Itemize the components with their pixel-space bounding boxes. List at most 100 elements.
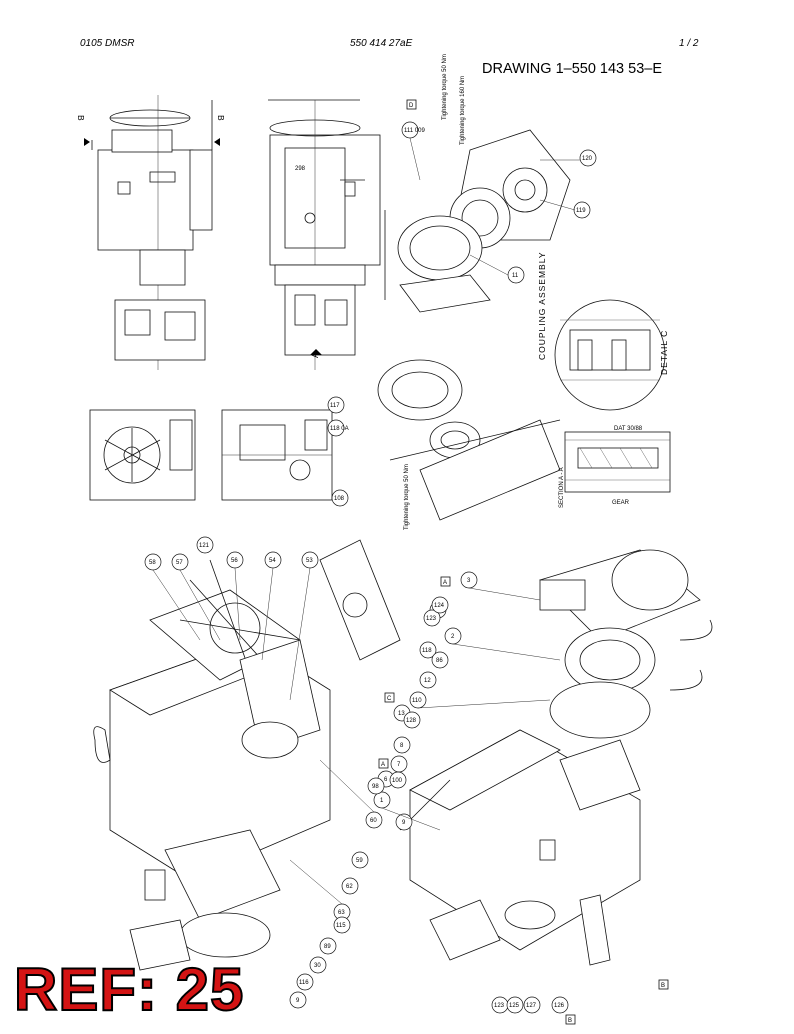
balloon: 58: [144, 553, 162, 571]
balloon: 110: [409, 691, 427, 709]
balloon: 123: [491, 996, 509, 1014]
svg-text:86: 86: [436, 658, 443, 664]
balloon: 118: [419, 641, 437, 659]
balloon: 86: [431, 651, 449, 669]
svg-text:118 0A: 118 0A: [330, 426, 349, 432]
balloon: 108: [331, 489, 349, 507]
balloon: 2: [444, 627, 462, 645]
svg-text:115: 115: [336, 923, 346, 929]
balloon: 56: [226, 551, 244, 569]
svg-text:100: 100: [392, 778, 403, 784]
balloon: 118 0A: [327, 419, 349, 437]
svg-text:58: 58: [149, 560, 156, 566]
section-sublabel: GEAR: [612, 500, 630, 506]
svg-text:127: 127: [526, 1003, 537, 1009]
balloon: 7: [390, 755, 408, 773]
svg-text:125: 125: [509, 1003, 520, 1009]
coupling-exploded: [377, 359, 561, 521]
coupling-assembly-label: COUPLING ASSEMBLY: [537, 252, 547, 360]
svg-text:60: 60: [370, 818, 377, 824]
assembly-isometric: [399, 549, 713, 966]
svg-text:6: 6: [384, 777, 388, 783]
side-view-left: B B: [76, 95, 226, 370]
svg-text:123: 123: [426, 616, 437, 622]
balloon: 30: [309, 956, 327, 974]
section-markers: D A A C B B: [378, 99, 669, 1025]
detail-c-label: DETAIL C: [659, 330, 669, 375]
svg-text:121: 121: [199, 543, 210, 549]
svg-text:124: 124: [434, 603, 445, 609]
balloon: 12: [419, 671, 437, 689]
svg-text:1: 1: [380, 798, 384, 804]
coupling-assembly: [384, 129, 571, 313]
balloon: 126: [551, 996, 569, 1014]
svg-text:59: 59: [356, 858, 363, 864]
svg-text:57: 57: [176, 560, 183, 566]
section-a-a-label: SECTION A - A: [559, 467, 565, 508]
front-view: 298 A: [268, 99, 381, 370]
balloon: 100: [389, 771, 407, 789]
balloon: 59: [351, 851, 369, 869]
svg-text:117: 117: [330, 403, 340, 409]
balloon: 124: [431, 596, 449, 614]
balloon: 116: [296, 973, 314, 991]
svg-text:118: 118: [422, 648, 432, 654]
balloon: 123: [423, 609, 441, 627]
page-number: 1 / 2: [679, 38, 699, 49]
svg-text:A: A: [381, 762, 385, 768]
svg-text:126: 126: [554, 1003, 565, 1009]
balloons-lower-left: 58 57 121 56 54 53 60 59 62 63 115 89 30…: [144, 536, 383, 1009]
svg-text:A: A: [443, 580, 447, 586]
balloon: 117: [327, 396, 345, 414]
plan-view-right: [221, 409, 333, 501]
engine-isometric: [93, 539, 401, 971]
svg-text:298: 298: [295, 166, 306, 172]
balloon: 111 009: [401, 121, 425, 139]
svg-text:7: 7: [397, 762, 401, 768]
balloon: 125: [506, 996, 524, 1014]
svg-text:110: 110: [412, 698, 422, 704]
svg-text:108: 108: [334, 496, 345, 502]
balloon: 3: [460, 571, 478, 589]
balloon: 115: [333, 916, 351, 934]
svg-text:12: 12: [424, 678, 431, 684]
svg-text:13: 13: [398, 711, 405, 717]
drawing-title: DRAWING 1–550 143 53–E: [482, 61, 663, 77]
svg-text:62: 62: [346, 884, 353, 890]
torque-note: Tightening torque 50 Nm: [404, 464, 410, 530]
svg-text:30: 30: [314, 963, 321, 969]
balloon: 54: [264, 551, 282, 569]
balloons-upper: 111 009 120 119 11 117 118 0A 108: [327, 121, 597, 507]
svg-text:B: B: [76, 115, 86, 122]
balloon: 120: [579, 149, 597, 167]
svg-text:3: 3: [467, 578, 471, 584]
detail-c: [554, 299, 666, 411]
svg-text:2: 2: [451, 634, 455, 640]
section-sublabel: DAT 30/88: [614, 426, 643, 432]
svg-text:123: 123: [494, 1003, 505, 1009]
balloon: 53: [301, 551, 319, 569]
svg-text:9: 9: [296, 998, 300, 1004]
svg-text:54: 54: [269, 558, 276, 564]
balloon: 121: [196, 536, 214, 554]
balloon: 127: [523, 996, 541, 1014]
svg-text:116: 116: [299, 980, 309, 986]
document-code: 0105 DMSR: [80, 38, 135, 49]
svg-text:B: B: [216, 115, 226, 122]
balloon: 9: [289, 991, 307, 1009]
svg-text:63: 63: [338, 910, 345, 916]
svg-text:111 009: 111 009: [404, 128, 425, 134]
svg-text:9: 9: [402, 820, 406, 826]
section-a-a: [564, 431, 671, 493]
balloon: 89: [319, 937, 337, 955]
balloons-lower-right: 3 116 123 124 2 118 86 12 110 13 128 8 7…: [367, 571, 569, 1014]
torque-note: Tightening torque 160 Nm: [460, 76, 466, 145]
part-number: 550 414 27aE: [350, 38, 413, 49]
balloon: 128: [403, 711, 421, 729]
svg-text:11: 11: [512, 273, 519, 279]
svg-text:53: 53: [306, 558, 313, 564]
svg-text:C: C: [387, 696, 392, 702]
svg-text:128: 128: [406, 718, 417, 724]
svg-text:D: D: [409, 103, 414, 109]
